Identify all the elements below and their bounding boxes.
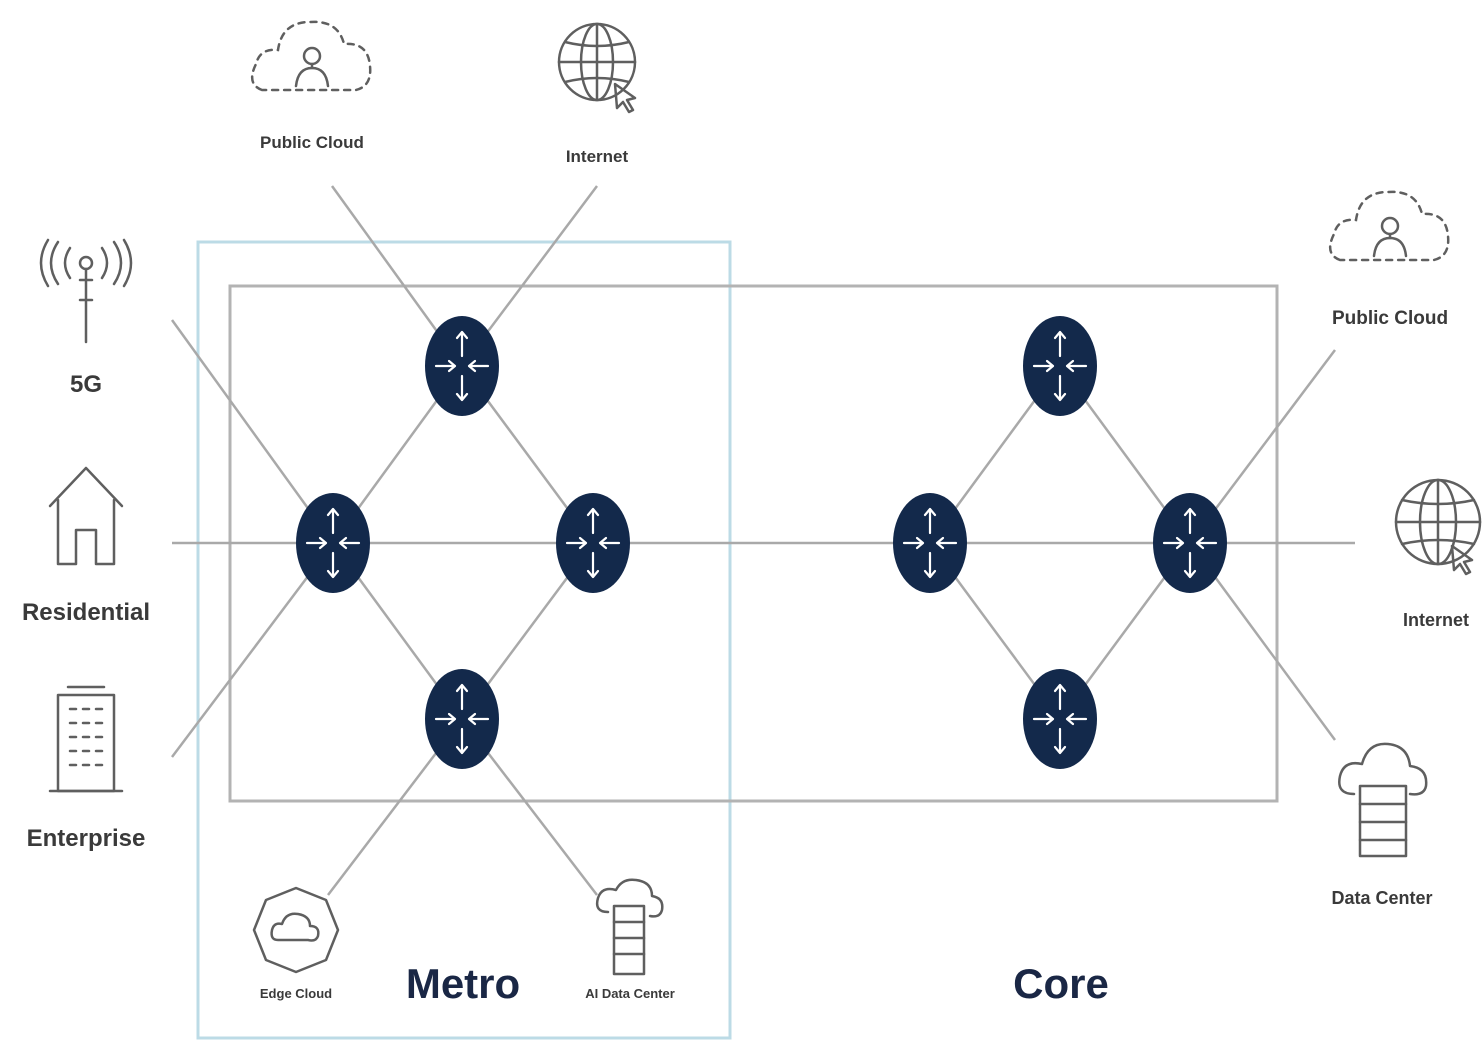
link-5g-router — [170, 319, 335, 544]
router-arrows-icon — [1162, 507, 1218, 579]
globe-icon — [1394, 478, 1482, 576]
router-arrows-icon — [565, 507, 621, 579]
metro-router-bottom — [425, 669, 499, 769]
label-metro-public-cloud: Public Cloud — [260, 133, 364, 152]
router-arrows-icon — [902, 507, 958, 579]
public-cloud-icon — [1328, 190, 1450, 262]
label-edge-cloud: Edge Cloud — [260, 986, 332, 1001]
link-enterprise-router — [171, 542, 334, 758]
metro-router-top — [425, 316, 499, 416]
router-arrows-icon — [305, 507, 361, 579]
core-router-top — [1023, 316, 1097, 416]
metro-router-left — [296, 493, 370, 593]
antenna-5g-icon — [39, 238, 133, 344]
edge-cloud-icon — [252, 886, 340, 974]
house-icon — [48, 466, 124, 566]
public-cloud-icon — [250, 20, 372, 92]
core-router-right — [1153, 493, 1227, 593]
metro-region-box — [196, 240, 732, 1040]
globe-icon — [557, 22, 637, 114]
label-metro-internet: Internet — [566, 147, 629, 166]
zone-title-metro: Metro — [406, 960, 520, 1007]
core-router-bottom — [1023, 669, 1097, 769]
zone-title-core: Core — [1013, 960, 1109, 1007]
router-arrows-icon — [434, 683, 490, 755]
label-core-internet: Internet — [1403, 610, 1469, 630]
label-ai-data-center: AI Data Center — [585, 986, 675, 1001]
label-enterprise: Enterprise — [27, 825, 146, 852]
router-arrows-icon — [1032, 683, 1088, 755]
core-router-left — [893, 493, 967, 593]
label-5g: 5G — [70, 371, 102, 398]
ai-data-center-icon — [595, 878, 664, 976]
label-core-public-cloud: Public Cloud — [1332, 308, 1448, 329]
building-icon — [48, 685, 124, 793]
metro-router-right — [556, 493, 630, 593]
label-residential: Residential — [22, 599, 150, 626]
data-center-icon — [1338, 742, 1428, 858]
label-data-center: Data Center — [1331, 888, 1432, 908]
router-arrows-icon — [1032, 330, 1088, 402]
router-arrows-icon — [434, 330, 490, 402]
